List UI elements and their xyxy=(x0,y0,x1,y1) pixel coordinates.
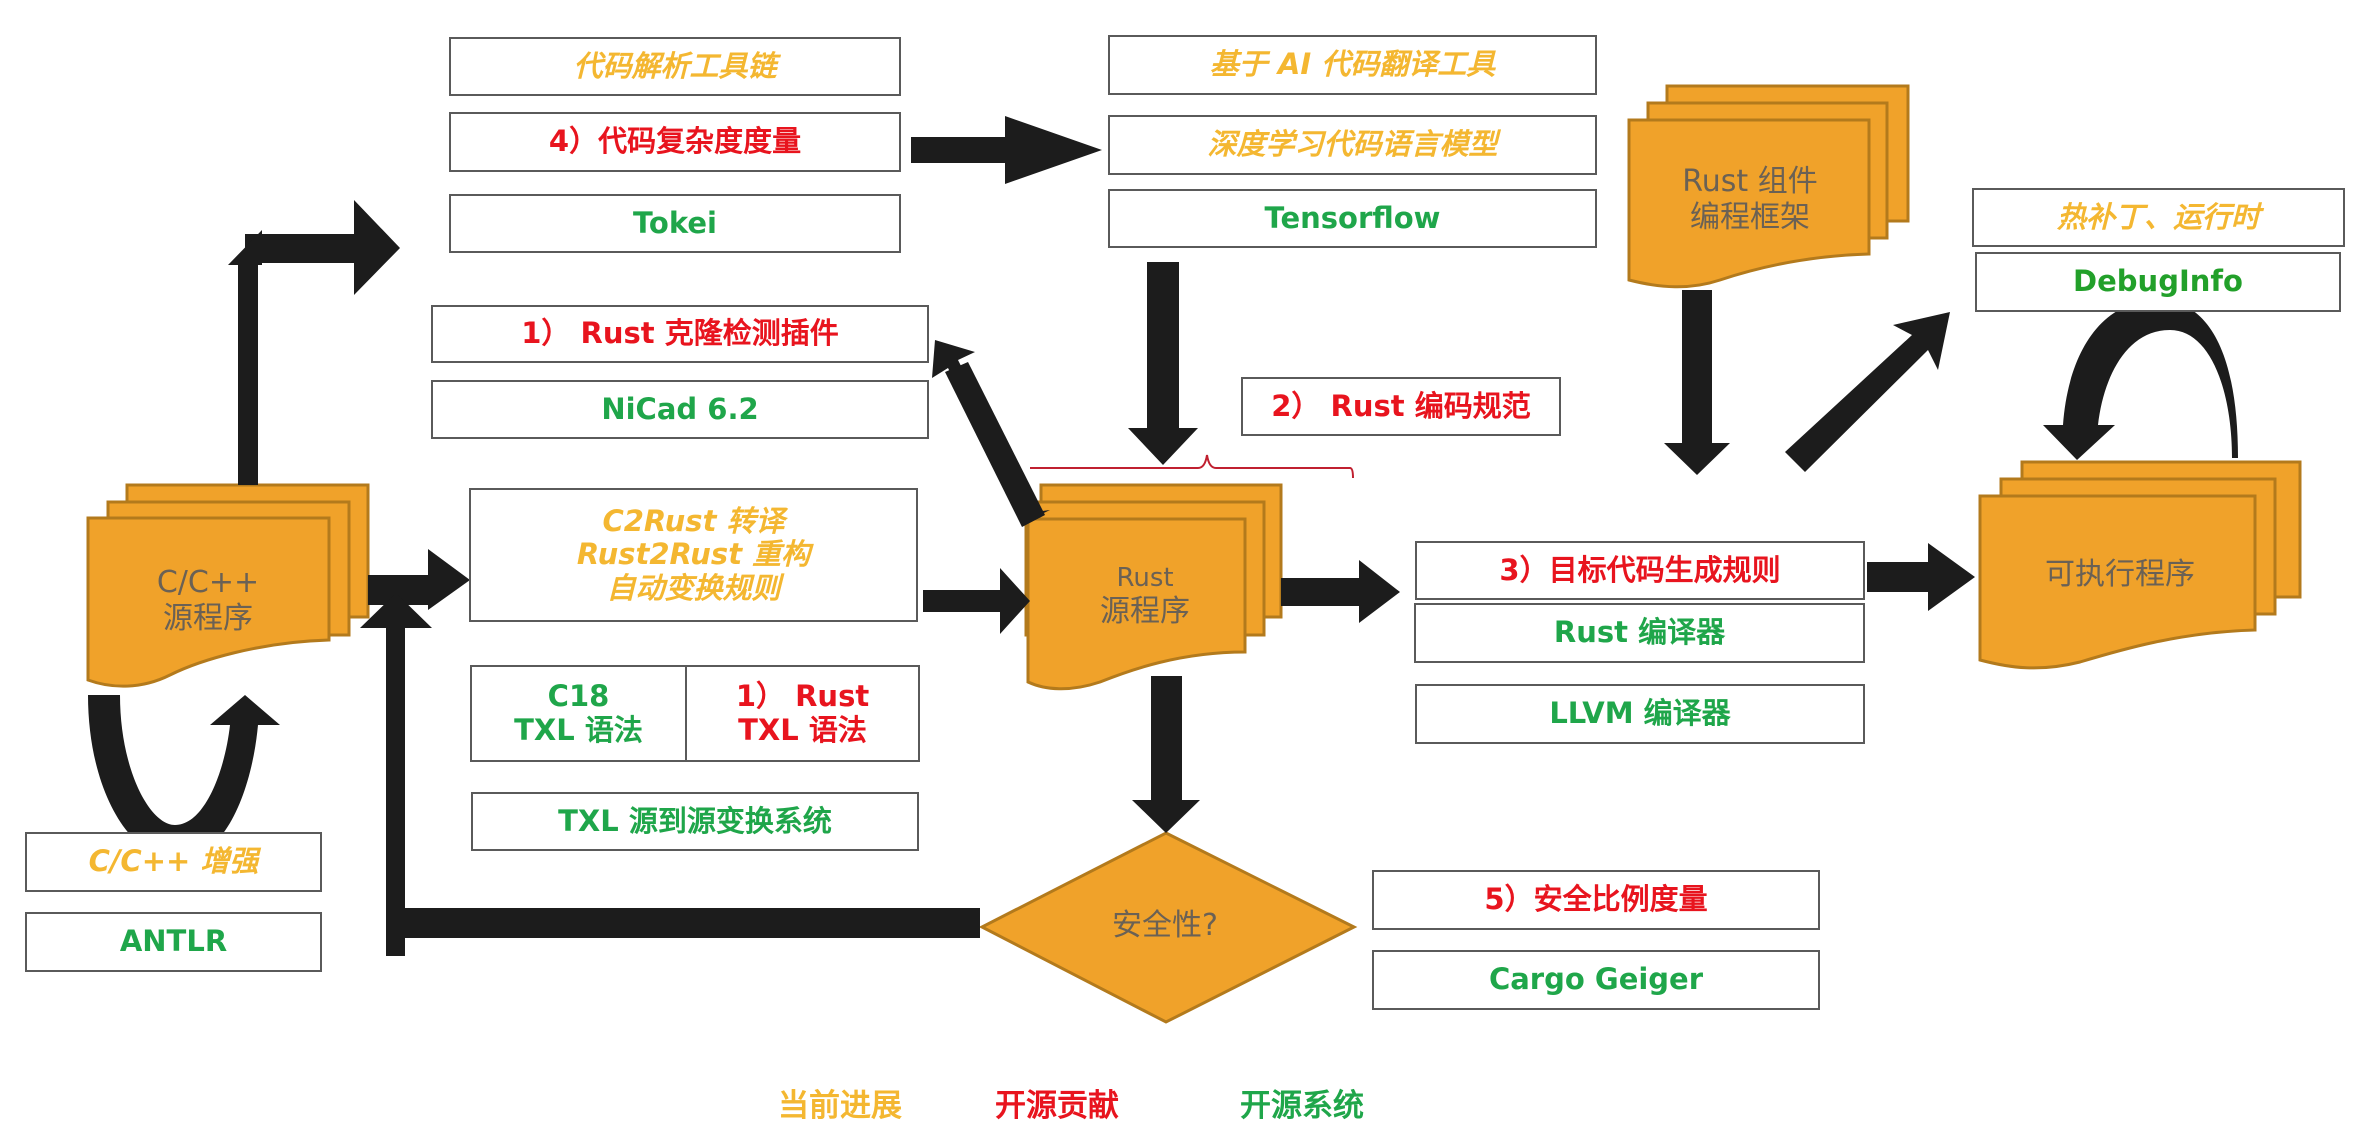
arrows xyxy=(88,116,2238,956)
legend-contribution: 开源贡献 xyxy=(995,1088,1119,1124)
coding-standard-brace xyxy=(1030,454,1354,479)
legend-system: 开源系统 xyxy=(1240,1088,1364,1124)
arrow-c-self-loop xyxy=(88,695,280,860)
arrow-feedback-to-c xyxy=(360,593,980,956)
arrow-exe-self-loop xyxy=(2043,300,2238,460)
tokei-box: Tokei xyxy=(449,194,901,253)
rust-compiler-box: Rust 编译器 xyxy=(1414,603,1865,663)
rust-source-label: Rust 源程序 xyxy=(1070,563,1220,630)
ai-translate-box: 基于 AI 代码翻译工具 xyxy=(1108,35,1597,95)
rust-grammar-line1: 1） Rust xyxy=(735,679,870,714)
executable-shape xyxy=(1978,460,2302,670)
c18-grammar-box: C18 TXL 语法 xyxy=(470,665,687,762)
safety-decision-label: 安全性? xyxy=(1112,908,1218,943)
nicad-box: NiCad 6.2 xyxy=(431,380,929,439)
arrow-framework-down xyxy=(1664,290,1730,475)
rust-source-shape xyxy=(1024,483,1283,691)
complexity-metric-box: 4）代码复杂度度量 xyxy=(449,112,901,172)
llvm-compiler-box: LLVM 编译器 xyxy=(1415,684,1865,744)
rust-source-label-line2: 源程序 xyxy=(1100,594,1190,630)
transform-rules-line3: 自动变换规则 xyxy=(606,570,781,605)
debuginfo-box: DebugInfo xyxy=(1975,252,2341,312)
hotpatch-box: 热补丁、运行时 xyxy=(1972,188,2345,247)
safety-metric-box: 5）安全比例度量 xyxy=(1372,870,1820,930)
arrow-rust-to-diamond xyxy=(1132,676,1200,833)
c18-grammar-line2: TXL 语法 xyxy=(514,712,643,747)
rust-grammar-line2: TXL 语法 xyxy=(738,712,867,747)
rust-source-label-line1: Rust xyxy=(1116,563,1174,593)
arrow-codegen-to-exe xyxy=(1867,543,1975,611)
c-source-label-line1: C/C++ xyxy=(156,565,260,600)
transform-rules-line1: C2Rust 转译 xyxy=(602,503,785,538)
arrow-to-hotpatch xyxy=(1785,312,1950,472)
arrow-c-to-tokei xyxy=(238,200,400,485)
cpp-enhance-box: C/C++ 增强 xyxy=(25,832,322,892)
c-source-label-line2: 源程序 xyxy=(163,601,253,636)
executable-label: 可执行程序 xyxy=(2020,557,2220,593)
c18-grammar-line1: C18 xyxy=(547,679,610,714)
rust-framework-label-line1: Rust 组件 xyxy=(1682,164,1818,199)
codegen-rules-box: 3）目标代码生成规则 xyxy=(1415,541,1865,600)
arrow-transform-to-rust xyxy=(923,568,1030,634)
legend-progress: 当前进展 xyxy=(778,1088,902,1124)
c-source-label: C/C++ 源程序 xyxy=(128,565,288,637)
rust-framework-label: Rust 组件 编程框架 xyxy=(1660,164,1840,236)
arrow-rust-to-codegen xyxy=(1281,560,1400,623)
parse-toolchain-box: 代码解析工具链 xyxy=(449,37,901,96)
dl-model-box: 深度学习代码语言模型 xyxy=(1108,115,1597,175)
txl-system-box: TXL 源到源变换系统 xyxy=(471,792,919,851)
arrow-tensorflow-to-rust xyxy=(1128,262,1198,465)
tensorflow-box: Tensorflow xyxy=(1108,189,1597,248)
c-source-shape xyxy=(86,483,370,688)
antlr-box: ANTLR xyxy=(25,912,322,972)
rust-grammar-box: 1） Rust TXL 语法 xyxy=(685,665,920,762)
transform-rules-box: C2Rust 转译 Rust2Rust 重构 自动变换规则 xyxy=(469,488,918,622)
coding-standard-box: 2） Rust 编码规范 xyxy=(1241,377,1561,436)
rust-framework-label-line2: 编程框架 xyxy=(1690,200,1810,235)
clone-plugin-box: 1） Rust 克隆检测插件 xyxy=(431,305,929,363)
rust-framework-shape xyxy=(1627,84,1910,289)
arrow-complexity-to-ai xyxy=(911,116,1102,184)
safety-decision-shape xyxy=(978,831,1358,1024)
executable-label-line1: 可执行程序 xyxy=(2045,557,2195,592)
transform-rules-line2: Rust2Rust 重构 xyxy=(576,537,811,572)
cargo-geiger-box: Cargo Geiger xyxy=(1372,950,1820,1010)
